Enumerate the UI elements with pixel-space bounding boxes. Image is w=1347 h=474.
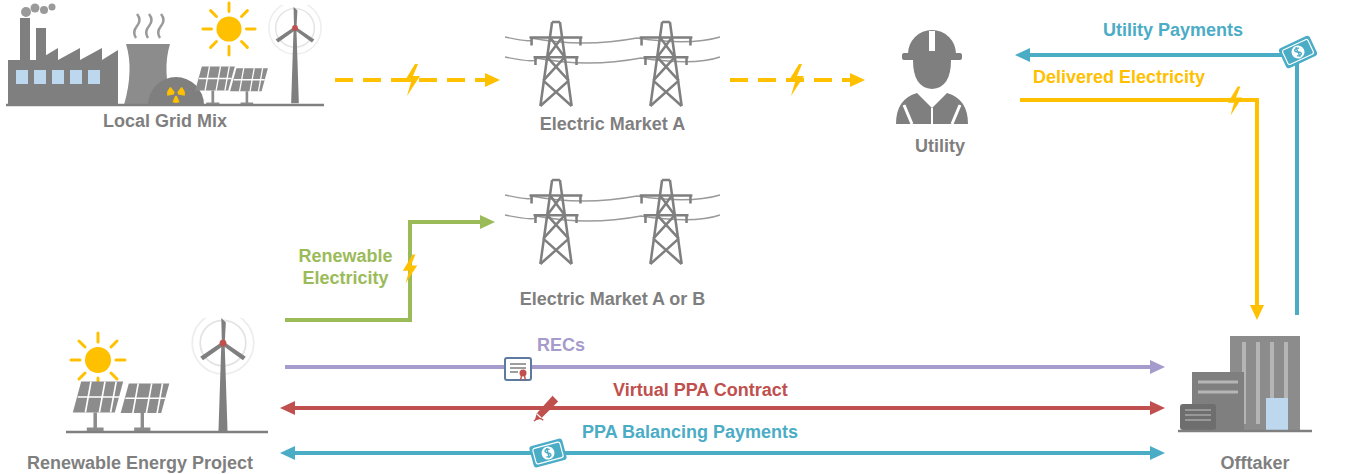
illustration-part: [88, 70, 100, 84]
illustration-part: [1185, 410, 1211, 420]
solar-panel-icon: [121, 383, 170, 429]
labelled-icon-node: Electric Market A or B: [500, 170, 725, 310]
pylon-icon: [640, 180, 693, 264]
lightning-symbol: [788, 64, 804, 96]
utility-worker-icon: [896, 30, 968, 124]
illustration-part: [166, 84, 186, 103]
flow-arrow: [1020, 55, 1297, 315]
pylon-icon: [530, 22, 583, 106]
illustration-part: [148, 77, 204, 105]
lightning-symbol: [1228, 87, 1242, 116]
flow-arrow: [285, 451, 1160, 455]
solar-panel-icon: [230, 68, 268, 104]
pylon-icon: [530, 180, 583, 264]
illustration-part: [1266, 398, 1288, 430]
illustration-part: [902, 53, 962, 60]
solar-panel-icon: [195, 66, 235, 103]
nuclear-plant-icon: [124, 14, 204, 105]
flow-arrow: [285, 365, 1160, 369]
labelled-icon-node: Offtaker: [1170, 325, 1340, 474]
pen-symbol: [534, 396, 558, 421]
wind-turbine-icon: [192, 312, 254, 432]
illustration-part: [931, 108, 933, 124]
illustration-part: [896, 93, 968, 124]
certificate-symbol: [505, 358, 531, 380]
illustration-part: [8, 48, 118, 105]
illustration-part: [20, 18, 46, 60]
flow-label: PPA Balancing Payments: [579, 421, 801, 443]
node-label: Electric Market A: [540, 113, 685, 135]
flow-label: Delivered Electricity: [1030, 66, 1208, 88]
sun-icon: [71, 333, 125, 387]
illustration-part: [134, 14, 163, 38]
illustration-part: [1198, 382, 1238, 392]
ground-line: [6, 104, 324, 107]
flow-arrow: [285, 222, 490, 320]
illustration-part: [31, 4, 40, 13]
sun-icon: [203, 3, 255, 55]
illustration-part: [70, 70, 82, 84]
node-label: Renewable Energy Project: [27, 452, 253, 474]
lightning-symbol: [403, 255, 417, 284]
illustration-part: [52, 70, 64, 84]
illustration-part: [1180, 404, 1216, 430]
money-symbol: [529, 438, 568, 468]
labelled-icon-node: Renewable Energy Project: [5, 300, 275, 474]
labelled-icon-node: Electric Market A: [505, 15, 720, 135]
illustration-part: [16, 70, 28, 84]
illustration-part: [929, 31, 935, 51]
solar-panel-icon: [73, 382, 123, 430]
illustration-part: [1178, 430, 1312, 433]
node-label: Local Grid Mix: [103, 110, 227, 132]
illustration-part: [21, 7, 31, 17]
illustration-part: [167, 85, 185, 103]
node-label: Utility: [915, 135, 965, 157]
flow-label: Virtual PPA Contract: [610, 379, 791, 401]
ground-line: [66, 431, 268, 434]
lightning-symbol: [404, 64, 420, 96]
illustration-part: [904, 105, 960, 124]
office-building-icon: [1178, 336, 1312, 431]
illustration-part: [913, 60, 951, 89]
illustration-part: [40, 6, 48, 14]
money-symbol: [1278, 35, 1318, 69]
labelled-icon-node: Utility: [870, 15, 1010, 157]
illustration-part: [908, 30, 956, 54]
illustration-part: [34, 70, 46, 84]
factory-icon: [8, 4, 118, 106]
flow-arrow: [285, 406, 1160, 410]
flow-label: Renewable Electricity: [290, 245, 401, 289]
wind-turbine-icon: [269, 2, 321, 104]
node-label: Offtaker: [1220, 452, 1289, 474]
flow-label: Utility Payments: [1100, 19, 1246, 41]
illustration-part: [49, 4, 56, 11]
illustration-part: [174, 92, 178, 96]
flow-label: RECs: [534, 334, 588, 356]
flow-arrow: [1020, 100, 1257, 315]
pylon-icon: [640, 22, 693, 106]
labelled-icon-node: Local Grid Mix: [5, 0, 325, 132]
node-label: Electric Market A or B: [520, 288, 706, 310]
